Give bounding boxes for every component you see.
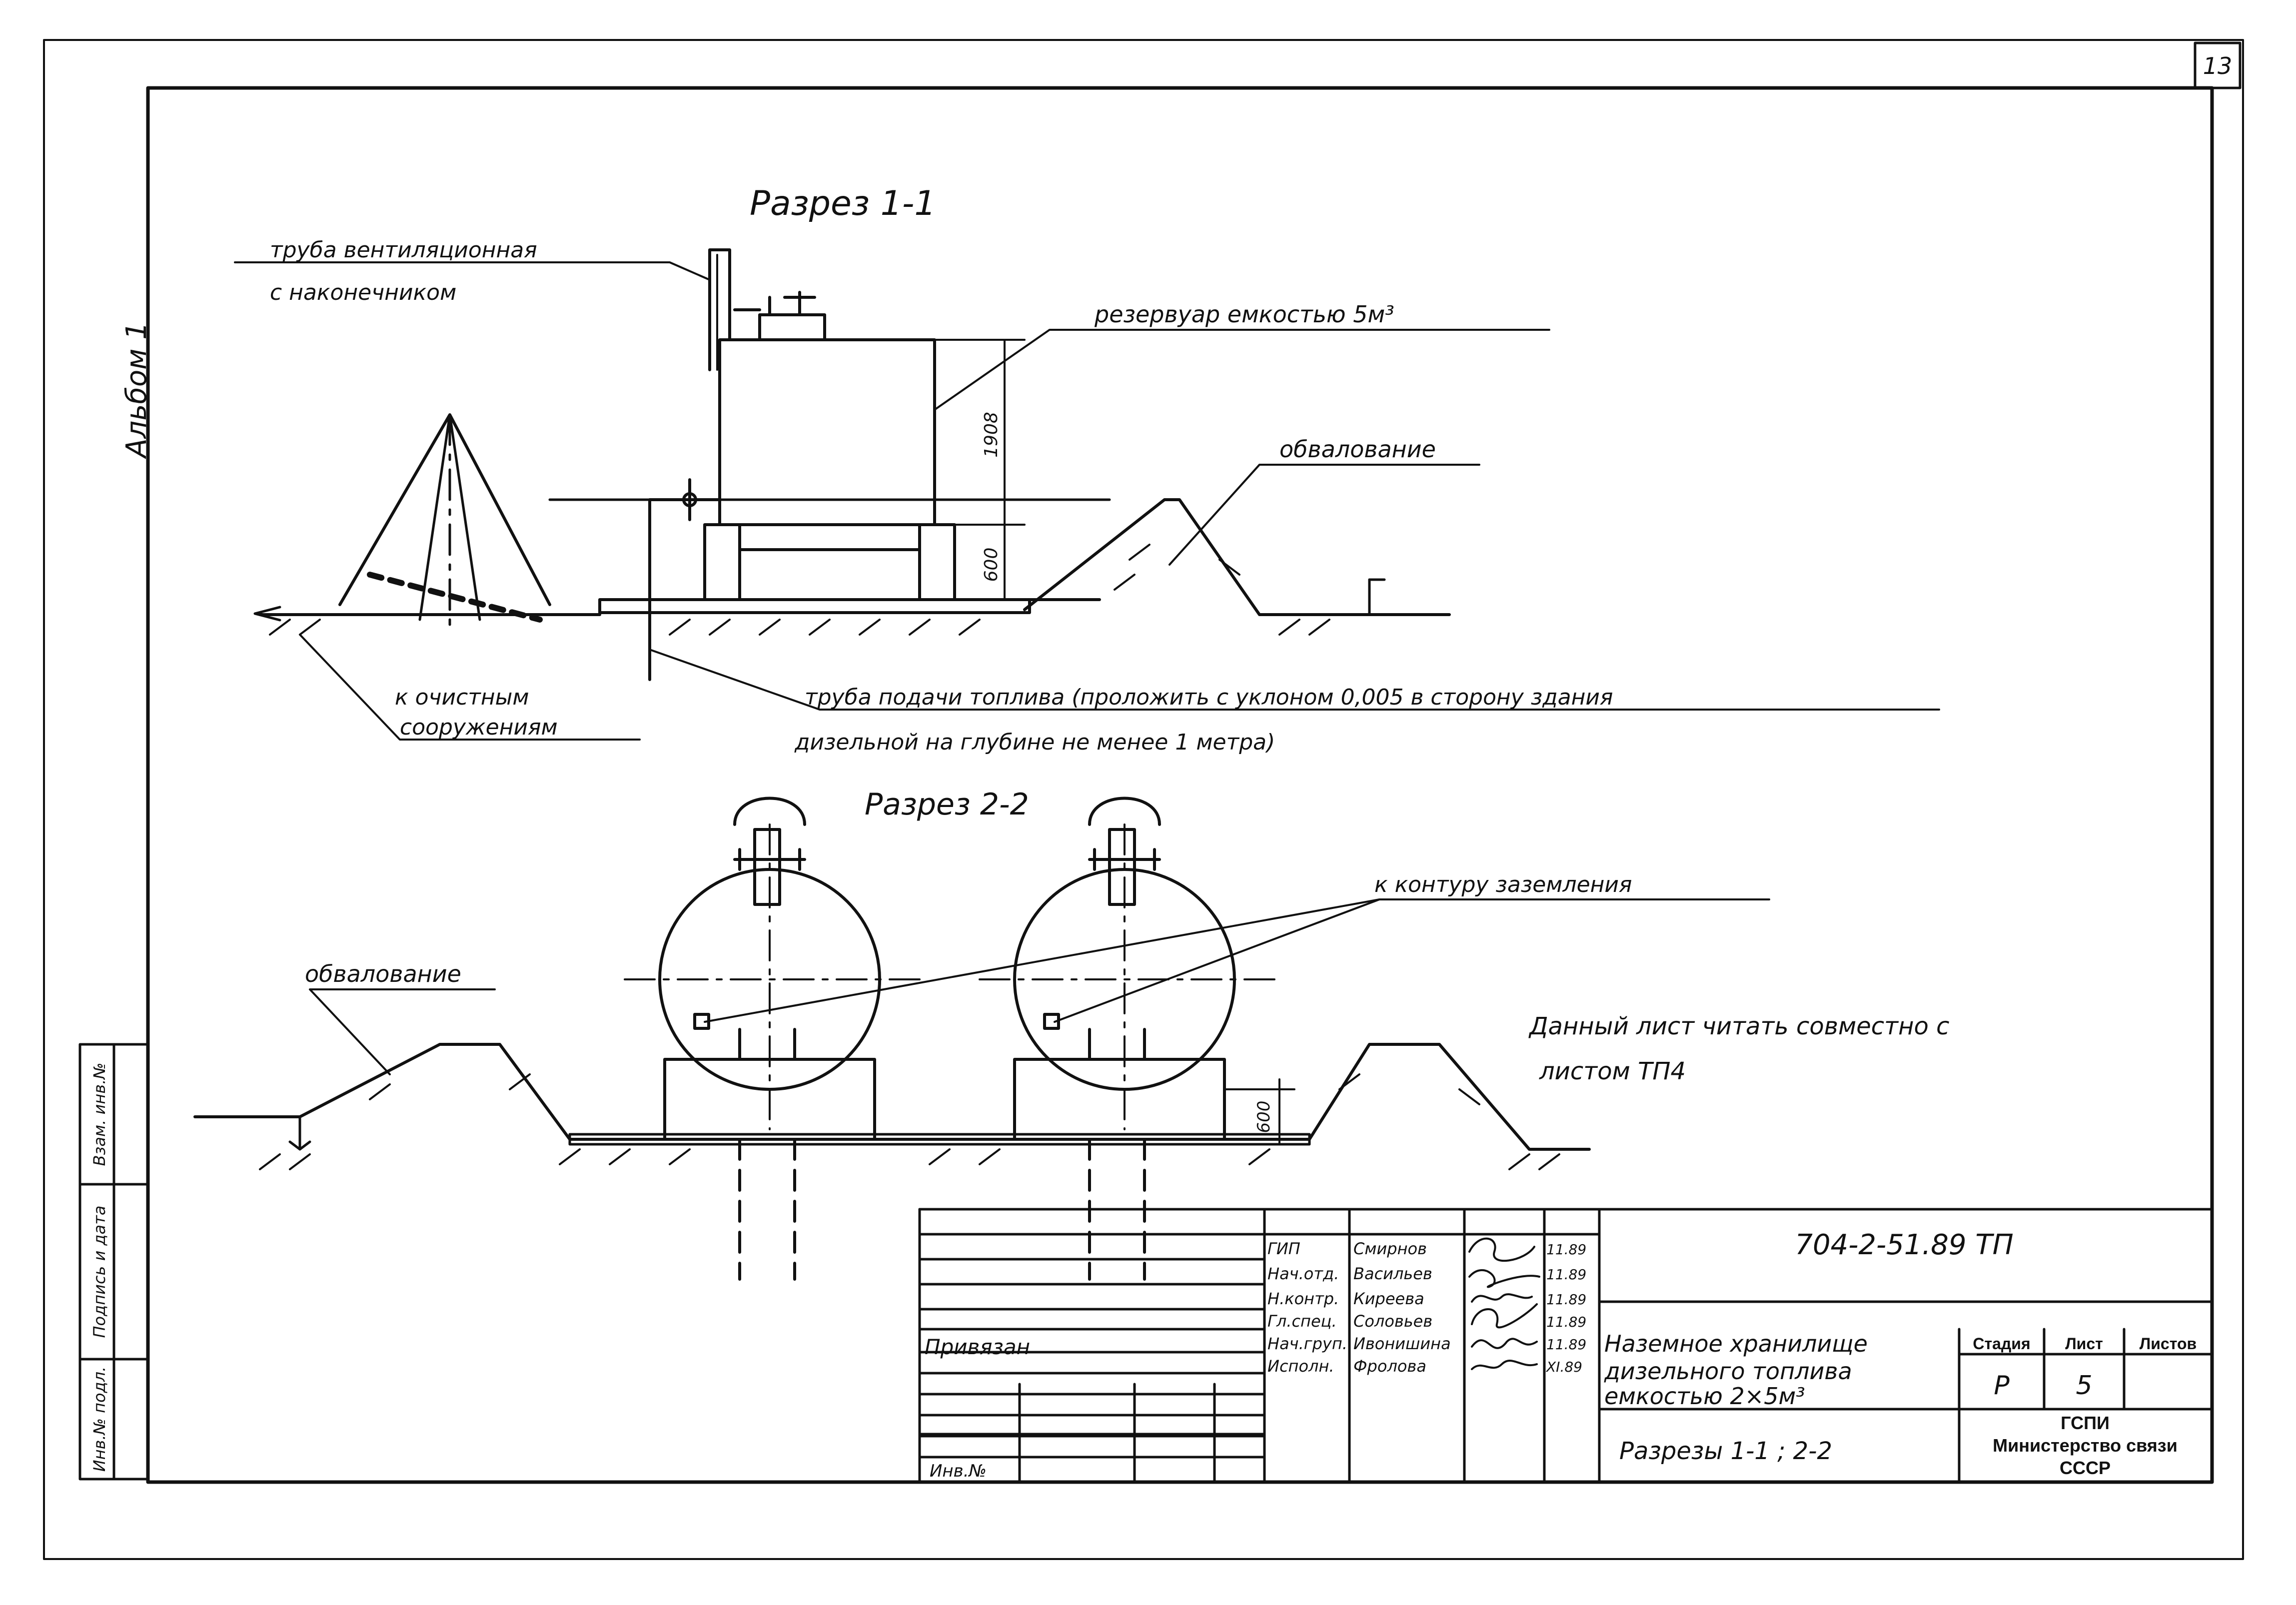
staff-role: Н.контр. — [1267, 1289, 1339, 1308]
staff-date: 11.89 — [1546, 1266, 1586, 1283]
dimension-600-lower: 600 — [1254, 1101, 1274, 1133]
staff-row: Нач.груп. Ивонишина 11.89 — [1267, 1334, 1586, 1353]
stamp-replacement-inv: Взам. инв.№ — [90, 1062, 109, 1166]
staff-row: Исполн. Фролова XI.89 — [1267, 1357, 1582, 1376]
stamp-signature-date: Подпись и дата — [90, 1205, 109, 1338]
sheet-header: Лист — [2065, 1335, 2103, 1353]
stamp-original-inv: Инв.№ подл. — [90, 1367, 109, 1472]
document-code: 704-2-51.89 ТП — [1795, 1229, 2013, 1261]
sheet-value: 5 — [2076, 1371, 2092, 1401]
left-stamp: Взам. инв.№ Подпись и дата Инв.№ подл. — [78, 1043, 149, 1481]
section-2-2: Разрез 2-2 — [193, 787, 1770, 1281]
fuel-pipe-label-2: дизельной на глубине не менее 1 метра) — [794, 730, 1275, 755]
embankment-label-1: обвалование — [1279, 436, 1436, 463]
object-line-3: емкостью 2×5м³ — [1604, 1383, 1805, 1410]
tank-capacity-label: резервуар емкостью 5м³ — [1094, 301, 1394, 328]
album-label: Альбом 1 — [120, 322, 153, 459]
page-number: 13 — [2203, 52, 2233, 79]
object-line-1: Наземное хранилище — [1604, 1330, 1868, 1357]
staff-row: ГИП Смирнов 11.89 — [1267, 1239, 1586, 1258]
note-line-1: Данный лист читать совместно с — [1528, 1012, 1950, 1040]
title-block: 704-2-51.89 ТП Привязан Инв.№ ГИП Смирно… — [918, 1208, 2214, 1484]
inventory-label: Инв.№ — [930, 1461, 987, 1481]
staff-role: Исполн. — [1267, 1357, 1334, 1376]
fuel-pipe-label-1: труба подачи топлива (проложить с уклоно… — [805, 685, 1613, 710]
staff-name: Смирнов — [1353, 1239, 1427, 1258]
staff-name: Фролова — [1353, 1357, 1426, 1376]
object-line-2: дизельного топлива — [1604, 1358, 1852, 1385]
staff-row: Гл.спец. Соловьев 11.89 — [1267, 1312, 1586, 1331]
staff-role: Гл.спец. — [1267, 1312, 1337, 1331]
org-line-3: СССР — [2060, 1458, 2111, 1478]
staff-row: Нач.отд. Васильев 11.89 — [1267, 1264, 1586, 1283]
grounding-label: к контуру заземления — [1374, 872, 1632, 897]
embankment-label-2: обвалование — [305, 960, 461, 987]
treatment-label-2: сооружениям — [400, 715, 558, 740]
section-1-1: Разрез 1-1 — [234, 184, 1940, 755]
dimension-1908: 1908 — [981, 412, 1002, 458]
staff-role: ГИП — [1267, 1239, 1300, 1258]
staff-role: Нач.груп. — [1267, 1334, 1347, 1353]
sheets-header: Листов — [2140, 1335, 2197, 1353]
section-1-drawing — [234, 248, 1940, 741]
staff-name: Киреева — [1353, 1289, 1424, 1308]
staff-name: Васильев — [1353, 1264, 1432, 1283]
staff-date: 11.89 — [1546, 1336, 1586, 1353]
section-2-title: Разрез 2-2 — [865, 787, 1029, 822]
signatures — [1468, 1237, 1540, 1370]
privyazan-label: Привязан — [925, 1335, 1030, 1359]
staff-role: Нач.отд. — [1267, 1264, 1339, 1283]
stage-value: Р — [1994, 1371, 2010, 1401]
vent-pipe-label-2: с наконечником — [270, 280, 456, 305]
staff-name: Соловьев — [1353, 1312, 1432, 1331]
note-line-2: листом ТП4 — [1539, 1057, 1686, 1085]
staff-name: Ивонишина — [1353, 1334, 1451, 1353]
section-2-drawing — [193, 797, 1770, 1281]
org-line-1: ГСПИ — [2061, 1413, 2110, 1433]
org-line-2: Министерство связи — [1993, 1435, 2178, 1456]
stage-header: Стадия — [1973, 1335, 2030, 1353]
staff-date: XI.89 — [1545, 1359, 1582, 1375]
section-1-title: Разрез 1-1 — [750, 184, 936, 223]
dimension-600-upper: 600 — [981, 548, 1002, 582]
vent-pipe-label-1: труба вентиляционная — [270, 237, 537, 263]
sheet-title: Разрезы 1-1 ; 2-2 — [1619, 1437, 1832, 1465]
staff-date: 11.89 — [1546, 1314, 1586, 1330]
staff-row: Н.контр. Киреева 11.89 — [1267, 1289, 1586, 1308]
staff-date: 11.89 — [1546, 1291, 1586, 1308]
sheet-frame — [43, 39, 2244, 1560]
treatment-label-1: к очистным — [395, 685, 529, 710]
staff-date: 11.89 — [1546, 1241, 1586, 1258]
